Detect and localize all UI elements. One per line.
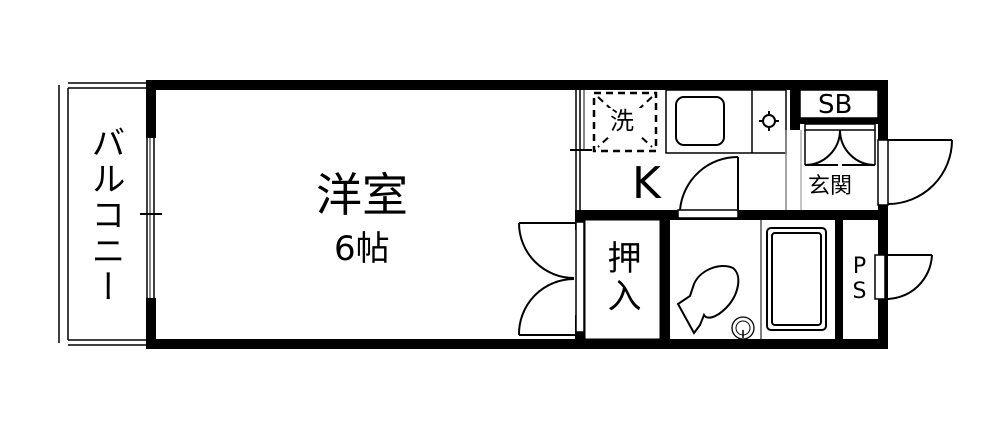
closet-doors [517, 221, 585, 336]
pipe-space-label: PS [847, 254, 872, 304]
western-room-label: 洋室 [316, 168, 408, 222]
closet-label: 押入 [601, 240, 641, 316]
entrance-label: 玄関 [808, 174, 853, 199]
washer-label: 洗 [610, 107, 634, 135]
balcony-outline [58, 82, 146, 346]
closet-outline [584, 219, 661, 340]
kitchen-counter [665, 89, 787, 210]
balcony-label: バルコニー [85, 125, 125, 305]
shoe-box [799, 89, 879, 210]
bathroom-door [677, 155, 739, 219]
kitchen-label: K [632, 158, 661, 209]
ps-door [874, 254, 933, 301]
western-room-size: 6帖 [334, 229, 390, 269]
toilet [676, 220, 762, 340]
balcony-window [140, 138, 162, 298]
entrance-door [877, 139, 953, 206]
room-kitchen-partition [570, 90, 592, 212]
bathtub [766, 227, 827, 331]
shoe-box-label: SB [818, 90, 853, 120]
